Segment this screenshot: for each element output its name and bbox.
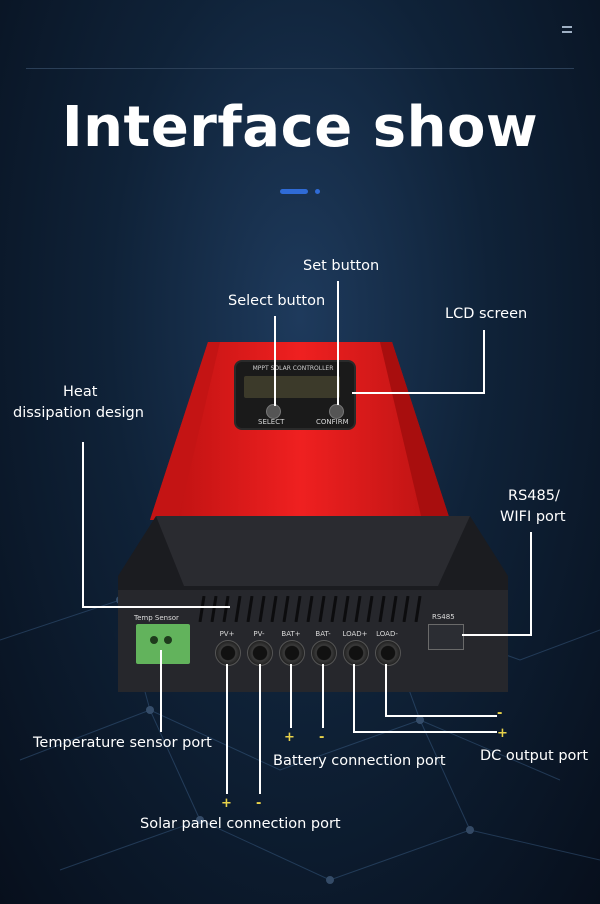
pv-minus-leader: [259, 664, 261, 794]
select-button-label: Select button: [228, 293, 326, 309]
port-label-pv-plus: PV+: [219, 630, 235, 638]
rs485-label: RS485: [432, 613, 455, 621]
bat-plus-sign: +: [284, 730, 295, 745]
load-minus-leader-v: [385, 664, 387, 716]
heat-label-line2: dissipation design: [13, 405, 144, 421]
rs485-port[interactable]: [428, 624, 464, 650]
slide-indicator-active: [280, 189, 308, 194]
load-minus-port[interactable]: [375, 640, 401, 666]
lcd-title: MPPT SOLAR CONTROLLER: [252, 365, 334, 372]
load-plus-sign: +: [497, 726, 508, 741]
confirm-label: CONFIRM: [316, 418, 349, 426]
set-button-leader: [337, 281, 339, 405]
temp-sensor-port-label: Temperature sensor port: [33, 735, 212, 751]
temp-leader: [160, 650, 162, 732]
pv-minus-port[interactable]: [247, 640, 273, 666]
select-button-leader: [274, 316, 276, 406]
battery-port-label: Battery connection port: [273, 753, 446, 769]
port-label-pv-minus: PV-: [253, 630, 265, 638]
bat-minus-sign: -: [319, 730, 325, 745]
solar-port-label: Solar panel connection port: [140, 816, 341, 832]
pv-plus-sign: +: [221, 796, 232, 811]
select-label: SELECT: [258, 418, 285, 426]
rs485-leader-v: [530, 532, 532, 636]
heat-vents: [198, 596, 422, 622]
lcd-screen-label: LCD screen: [445, 306, 528, 322]
rs485-label-line1: RS485/: [508, 488, 560, 504]
load-minus-leader-h: [385, 715, 497, 717]
heat-leader-h: [82, 606, 230, 608]
port-label-bat-minus: BAT-: [315, 630, 331, 638]
bat-plus-leader: [290, 664, 292, 728]
rs485-label-line2: WIFI port: [500, 509, 566, 525]
port-label-load-plus: LOAD+: [342, 630, 368, 638]
temp-sensor-terminal[interactable]: [136, 624, 190, 664]
lcd-screen: [244, 376, 340, 398]
port-label-bat-plus: BAT+: [281, 630, 301, 638]
bat-plus-port[interactable]: [279, 640, 305, 666]
bat-minus-port[interactable]: [311, 640, 337, 666]
load-plus-leader-v: [353, 664, 355, 732]
pv-plus-leader: [226, 664, 228, 794]
load-minus-sign: -: [497, 706, 503, 721]
lcd-leader-v: [483, 330, 485, 393]
dc-output-port-label: DC output port: [480, 748, 589, 764]
set-button[interactable]: [329, 404, 344, 419]
select-button[interactable]: [266, 404, 281, 419]
load-plus-port[interactable]: [343, 640, 369, 666]
temp-sensor-label: Temp Sensor: [134, 614, 179, 622]
set-button-label: Set button: [303, 258, 380, 274]
heat-label-line1: Heat: [63, 384, 98, 400]
divider: [26, 68, 574, 69]
pv-plus-port[interactable]: [215, 640, 241, 666]
load-plus-leader-h: [353, 731, 497, 733]
pv-minus-sign: -: [256, 796, 262, 811]
page-title: Interface show: [61, 95, 539, 160]
slide-indicator-dot: [315, 189, 320, 194]
rs485-leader-h: [462, 634, 532, 636]
controller-red-cover: [150, 342, 450, 520]
bat-minus-leader: [322, 664, 324, 728]
menu-icon[interactable]: [562, 26, 572, 34]
port-label-load-minus: LOAD-: [376, 630, 398, 638]
lcd-leader-h: [352, 392, 485, 394]
heat-leader-v: [82, 442, 84, 608]
